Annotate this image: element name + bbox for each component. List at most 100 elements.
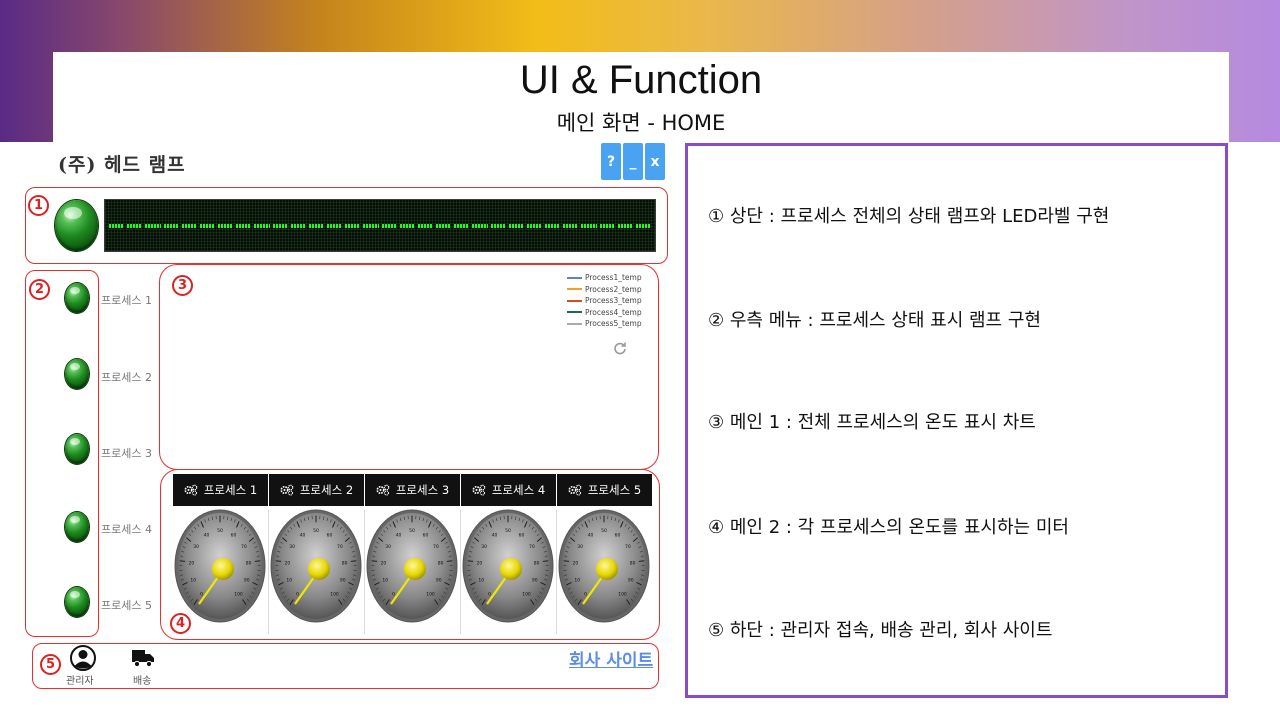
refresh-icon[interactable] [613,341,627,355]
close-button[interactable]: x [645,143,665,180]
gauge-header-process-3: 프로세스 3 [365,474,460,506]
gauge-tick-label: 20 [573,560,579,566]
gauge-tick-label: 60 [615,532,621,538]
gauge-tick-label: 70 [433,544,439,550]
gauge-tick-label: 30 [193,544,199,550]
process-1-label[interactable]: 프로세스 1 [101,294,152,307]
process-2-label[interactable]: 프로세스 2 [101,371,152,384]
process-4-label[interactable]: 프로세스 4 [101,523,152,536]
gauge-tick-label: 60 [423,532,429,538]
process-2-lamp [65,359,89,389]
gauge-tick-label: 30 [385,544,391,550]
gauge-tick-label: 50 [505,528,511,534]
admin-user-icon[interactable] [70,645,96,671]
gauge-tick-label: 40 [588,532,594,538]
description-panel [685,143,1228,698]
gears-icon [472,484,486,496]
delivery-label[interactable]: 배송 [133,676,152,687]
gauge-tick-label: 20 [285,560,291,566]
gauge-tick-label: 60 [231,532,237,538]
gears-icon [184,484,198,496]
gauge-header-process-1: 프로세스 1 [173,474,268,506]
description-3: ③ 메인 1 : 전체 프로세스의 온도 표시 차트 [708,412,1036,433]
gauge-header-process-5: 프로세스 5 [557,474,652,506]
gauge-tick-label: 20 [381,560,387,566]
marker-3: 3 [172,275,193,296]
page-subtitle: 메인 화면 - HOME [556,111,726,135]
page-title: UI & Function [519,58,763,102]
gauge-header-process-4: 프로세스 4 [461,474,556,506]
section-5-bottom-bar [32,643,659,689]
gauge-tick-label: 100 [618,592,627,598]
section-2-process-lamps [25,270,99,637]
gauge-tick-label: 80 [342,560,348,566]
description-4: ④ 메인 2 : 각 프로세스의 온도를 표시하는 미터 [708,517,1069,538]
gauge-tick-label: 90 [436,577,442,583]
gauge-tick-label: 70 [529,544,535,550]
gears-icon [280,484,294,496]
overall-status-lamp [55,200,98,251]
gauge-tick-label: 20 [189,560,195,566]
gauge-tick-label: 70 [625,544,631,550]
process-3-lamp [65,434,89,464]
marker-1: 1 [28,195,49,216]
gauge-tick-label: 40 [492,532,498,538]
gauge-tick-label: 80 [438,560,444,566]
gauge-tick-label: 10 [478,577,484,583]
gauge-tick-label: 40 [396,532,402,538]
gauge-tick-label: 0 [584,592,587,598]
marker-5: 5 [40,654,61,675]
gauge-tick-label: 90 [532,577,538,583]
gauge-tick-label: 90 [244,577,250,583]
gauge-tick-label: 80 [534,560,540,566]
gauge-tick-label: 40 [300,532,306,538]
gauge-separator [460,510,461,634]
gauge-tick-label: 0 [392,592,395,598]
gauge-tick-label: 10 [382,577,388,583]
gauge-tick-label: 60 [327,532,333,538]
gears-icon [568,484,582,496]
gauge-tick-label: 30 [577,544,583,550]
process-4-lamp [65,512,89,542]
admin-label[interactable]: 관리자 [66,676,94,687]
process-5-lamp [65,587,89,617]
description-2: ② 우측 메뉴 : 프로세스 상태 표시 램프 구현 [708,310,1041,331]
legend-item: Process2_temp [567,284,642,296]
gauge-tick-label: 70 [241,544,247,550]
gauge-tick-label: 0 [296,592,299,598]
gauge-tick-label: 80 [246,560,252,566]
section-1-top-status [25,187,668,264]
section-4-gauges [160,469,660,640]
legend-item: Process4_temp [567,307,642,319]
gauge-tick-label: 10 [286,577,292,583]
gauge-tick-label: 100 [522,592,531,598]
gauge-tick-label: 100 [330,592,339,598]
process-3-label[interactable]: 프로세스 3 [101,447,152,460]
gears-icon [376,484,390,496]
temperature-gauge-3: 0 10 20 30 40 50 60 70 80 90 100 [365,506,460,632]
marker-2: 2 [29,279,50,300]
gauge-tick-label: 100 [426,592,435,598]
minimize-button[interactable]: _ [623,143,643,180]
chart-legend: Process1_temp Process2_temp Process3_tem… [567,272,642,330]
gauge-tick-label: 50 [313,528,319,534]
gauge-tick-label: 90 [628,577,634,583]
delivery-truck-icon[interactable] [131,648,155,668]
legend-item: Process3_temp [567,295,642,307]
led-label-display [104,199,656,252]
gauge-tick-label: 30 [481,544,487,550]
app-title: (주) 헤드 램프 [58,154,186,176]
process-5-label[interactable]: 프로세스 5 [101,599,152,612]
description-1: ① 상단 : 프로세스 전체의 상태 램프와 LED라벨 구현 [708,206,1110,227]
help-button[interactable]: ? [601,143,621,180]
title-card: UI & Function 메인 화면 - HOME [53,52,1229,142]
gauge-tick-label: 50 [409,528,415,534]
company-site-link[interactable]: 회사 사이트 [569,651,654,671]
legend-item: Process5_temp [567,318,642,330]
gauge-tick-label: 70 [337,544,343,550]
gauge-tick-label: 20 [477,560,483,566]
gauge-tick-label: 40 [204,532,210,538]
